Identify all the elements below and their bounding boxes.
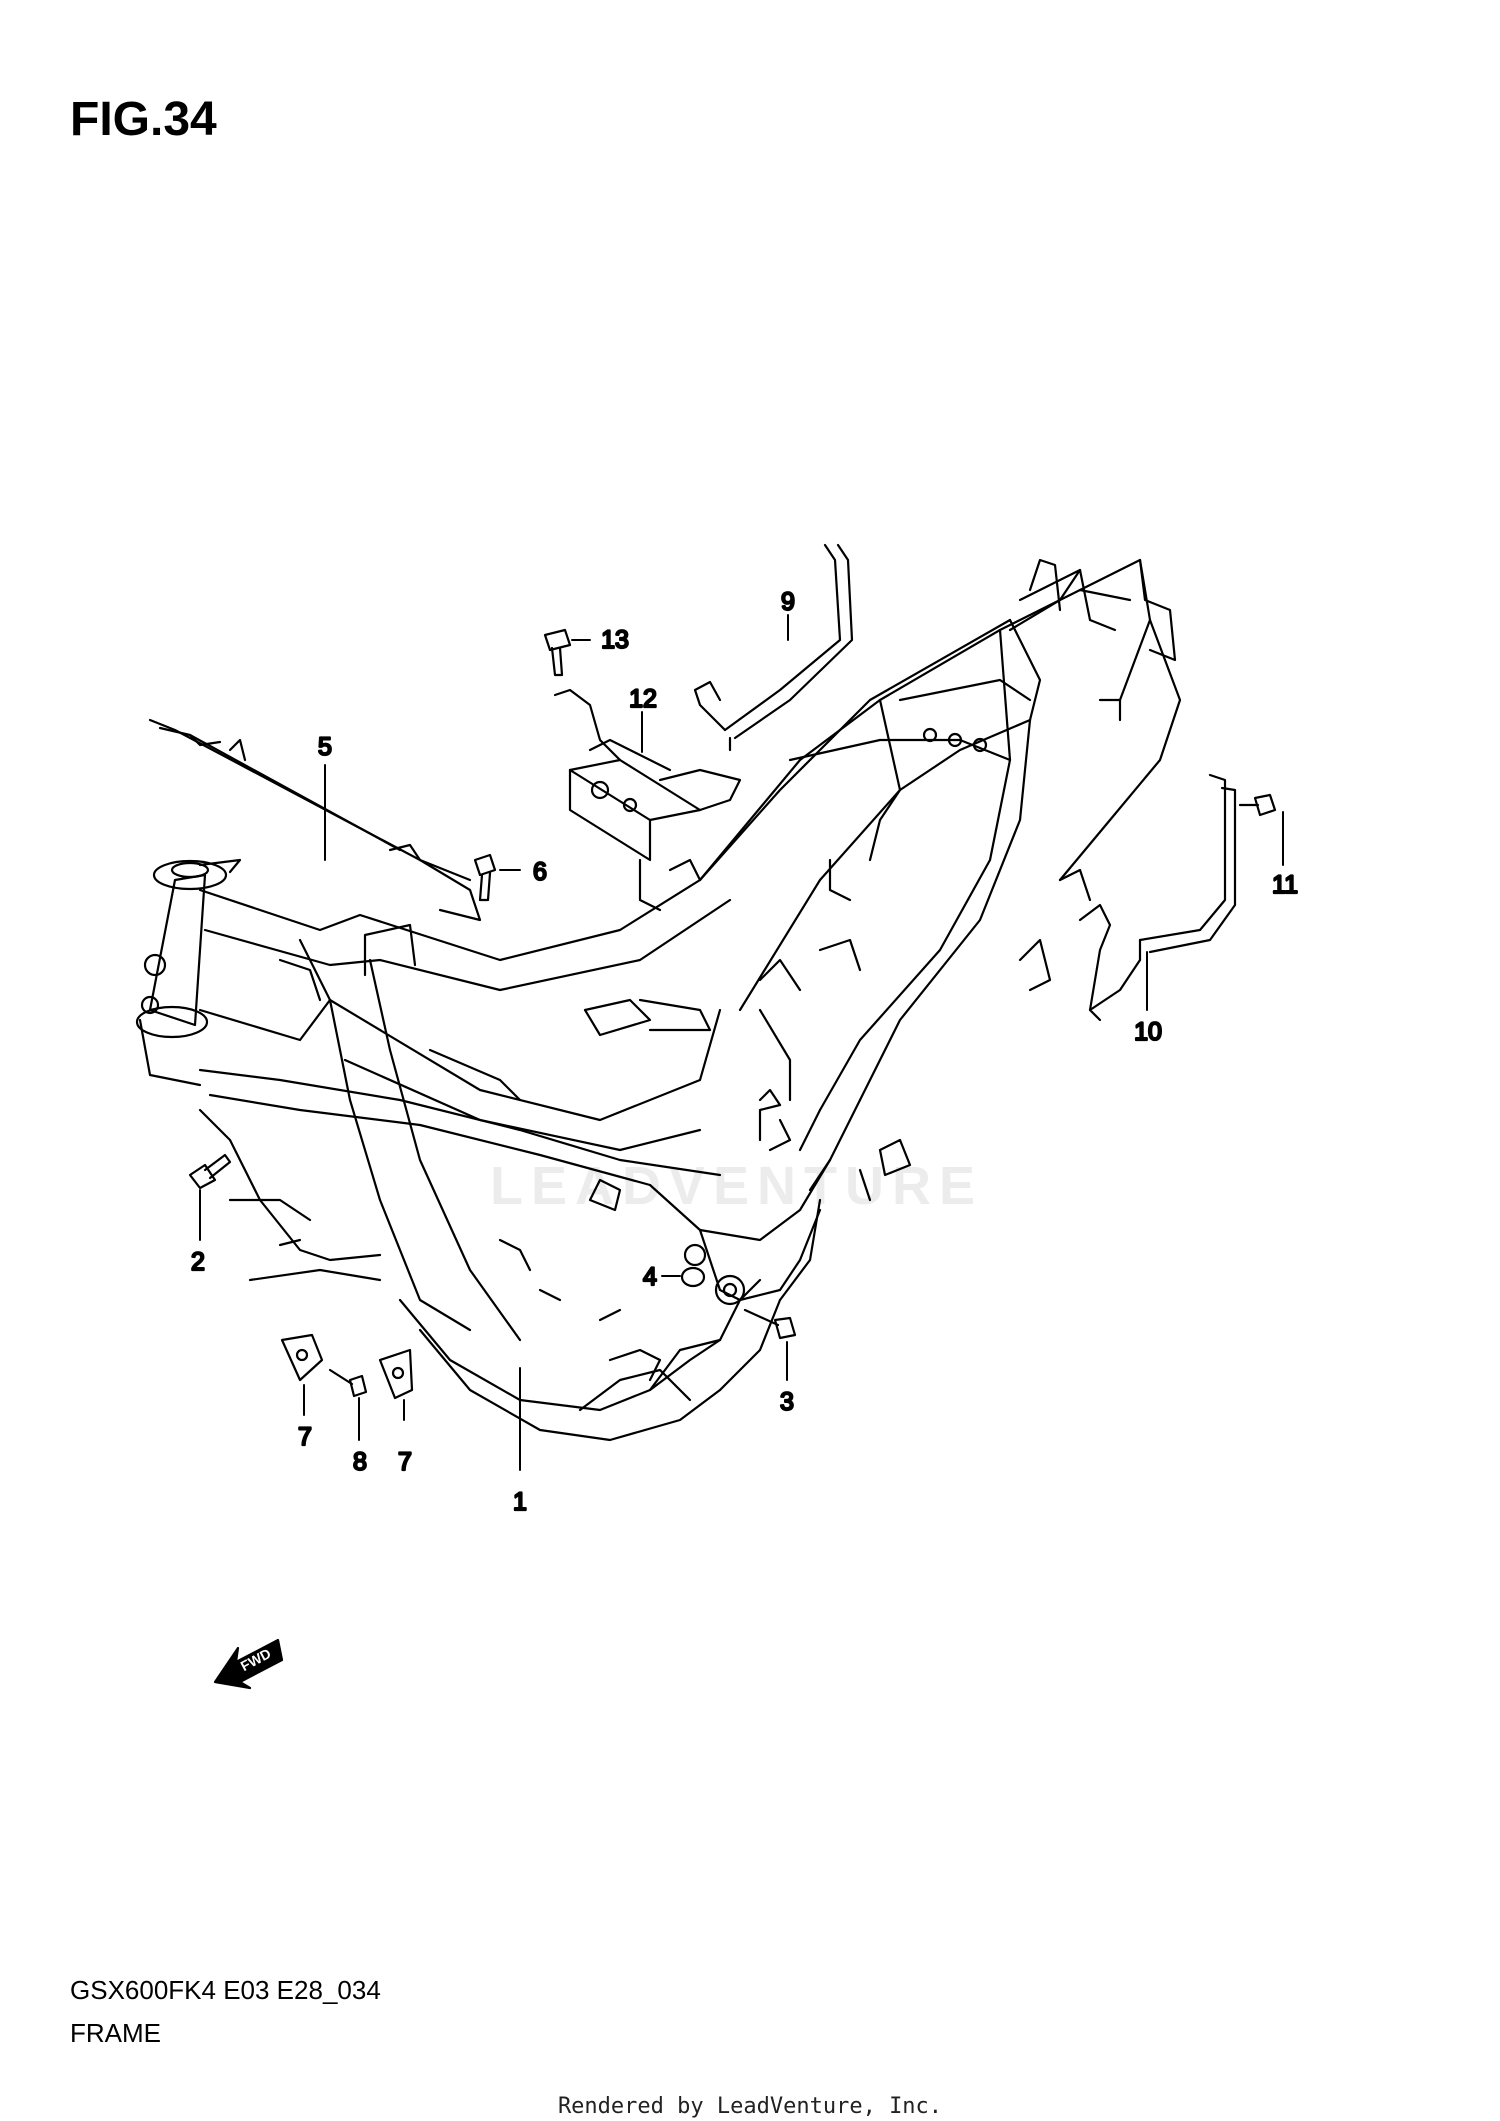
callout-7a: 7	[298, 1423, 312, 1451]
callout-9: 9	[781, 588, 795, 616]
callout-6: 6	[533, 858, 547, 886]
callout-1: 1	[513, 1488, 527, 1516]
callout-12: 12	[629, 685, 657, 713]
bolt-part-13	[543, 628, 572, 677]
section-name: FRAME	[70, 2018, 161, 2048]
part-10-bracket	[1078, 773, 1237, 1022]
callout-13: 13	[601, 626, 629, 654]
callout-8: 8	[353, 1448, 367, 1476]
leader-lines	[199, 614, 1284, 1471]
callout-3: 3	[780, 1388, 794, 1416]
part-5-brace	[148, 718, 482, 922]
part-9-rod	[693, 543, 854, 752]
callout-2: 2	[191, 1248, 205, 1276]
part-12-bracket	[553, 688, 742, 862]
callout-5: 5	[318, 733, 332, 761]
main-frame-part	[135, 558, 1182, 1442]
callout-7b: 7	[398, 1448, 412, 1476]
callout-10: 10	[1134, 1018, 1162, 1046]
watermark: LEADVENTURE	[490, 1156, 984, 1216]
bolt-part-2	[188, 1153, 232, 1190]
plate-part-7-right	[378, 1348, 414, 1400]
bolt-part-6	[473, 853, 497, 902]
figure-title: FIG.34	[70, 93, 217, 146]
bolt-part-11	[1238, 793, 1277, 817]
collar-part-4	[680, 1266, 706, 1288]
fwd-arrow-icon: FWD	[213, 1638, 284, 1690]
rendered-by-credit: Rendered by LeadVenture, Inc.	[557, 2094, 943, 2119]
bolt-part-8	[328, 1368, 368, 1398]
plate-part-7-left	[280, 1333, 324, 1382]
callout-4: 4	[643, 1263, 657, 1291]
diagram-code: GSX600FK4 E03 E28_034	[70, 1975, 381, 2005]
bolt-part-3	[743, 1308, 797, 1340]
callout-11: 11	[1272, 871, 1298, 899]
